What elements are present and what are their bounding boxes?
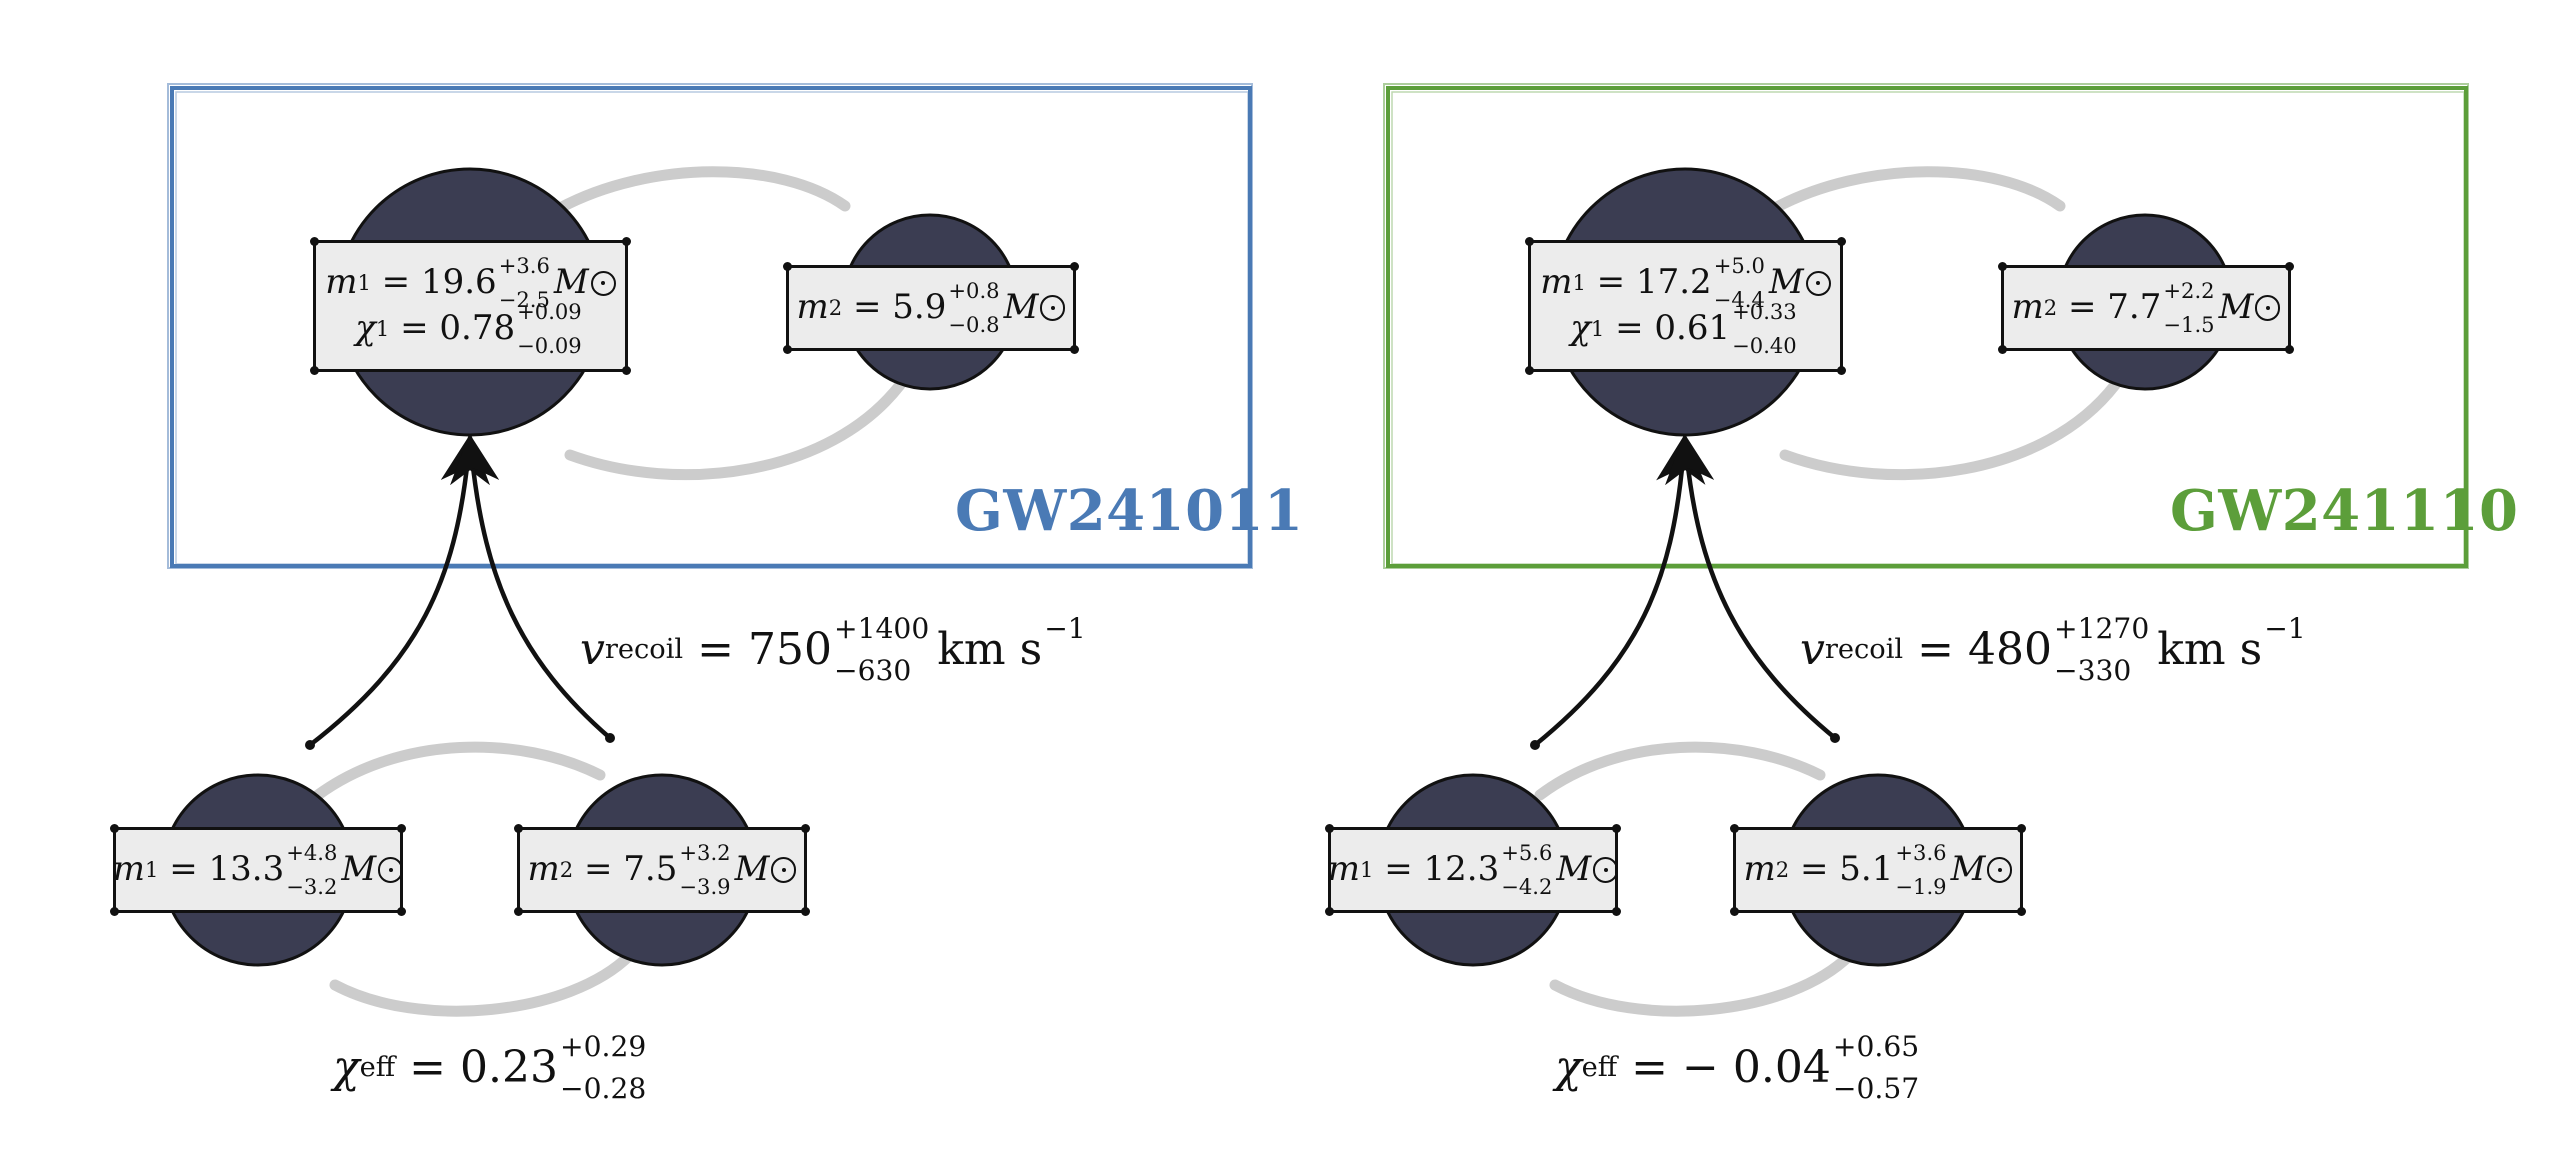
left-arrow-from-primary <box>308 433 490 747</box>
left-progenitor-orbit-bottom <box>329 949 636 1017</box>
solar-mass-symbol-icon <box>590 270 616 296</box>
right-event-box <box>1383 83 2469 569</box>
solar-mass-symbol-icon <box>771 857 797 883</box>
right-progenitor-orbit-bottom <box>1549 949 1856 1017</box>
left-event-box <box>167 83 1253 569</box>
solar-mass-symbol-icon <box>2255 295 2281 321</box>
solar-mass-symbol-icon <box>1987 857 2013 883</box>
left-remnant-orbit-bottom <box>564 379 906 481</box>
right-arrow-from-secondary <box>1665 433 1837 740</box>
right-event-name: GW241110 <box>2170 478 2519 544</box>
right-arrow-from-primary <box>1533 433 1706 747</box>
solar-mass-symbol-icon <box>1593 857 1619 883</box>
right-remnant-orbit-bottom <box>1779 379 2121 481</box>
left-arrow-from-secondary <box>450 433 612 740</box>
left-merger-arrows <box>305 433 615 750</box>
right-merger-arrows <box>1530 433 1840 750</box>
left-progenitor-orbit-top <box>312 741 606 801</box>
left-event-name: GW241011 <box>955 478 1304 544</box>
solar-mass-symbol-icon <box>1805 270 1831 296</box>
solar-mass-symbol-icon <box>378 857 404 883</box>
right-remnant-orbit-top <box>1769 166 2066 214</box>
solar-mass-symbol-icon <box>1040 295 1066 321</box>
left-remnant-orbit-top <box>554 166 851 214</box>
right-progenitor-orbit-top <box>1534 741 1826 801</box>
